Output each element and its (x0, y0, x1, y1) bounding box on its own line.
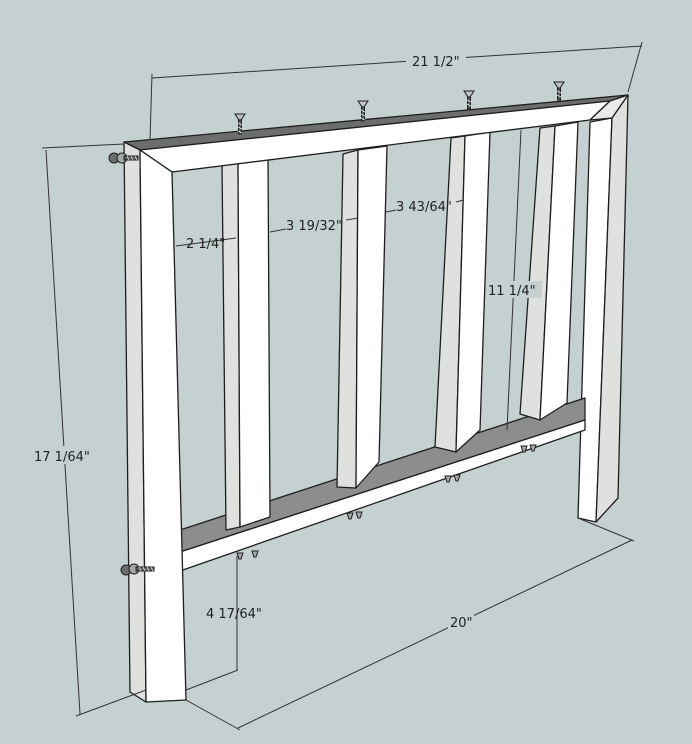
screws (108, 81, 565, 576)
overall-width-line (151, 45, 643, 79)
left-leg (123, 141, 187, 703)
slat-1 (221, 155, 271, 531)
end-slat-gap-line (175, 237, 237, 247)
screw-icon (108, 152, 139, 164)
slat-4 (519, 121, 579, 421)
slat-height-label: 11 1/4" (488, 284, 536, 299)
screw-icon (553, 81, 565, 101)
right-leg (577, 94, 629, 523)
rail-height-label: 4 17/64" (206, 607, 262, 622)
overall-width-label: 21 1/2" (412, 55, 460, 70)
slat-3 (434, 131, 491, 453)
slat-height-line (506, 129, 522, 431)
overall-height-label: 17 1/64" (34, 450, 90, 465)
slat-2 (336, 145, 388, 489)
bottom-width-line (237, 539, 633, 729)
slat-gap-2-label: 3 43/64" (396, 200, 452, 215)
dimension-labels: 21 1/2" 17 1/64" 20" 2 1/4" 3 19/32" 3 4… (30, 52, 542, 631)
overall-height-line (45, 149, 81, 715)
slat-gap-1-line (269, 228, 287, 233)
screw-icon (236, 550, 259, 560)
bottom-width-label: 20" (450, 616, 473, 631)
end-slat-gap-label: 2 1/4" (186, 237, 225, 252)
screw-icon (444, 474, 461, 483)
dimension-lines (41, 41, 643, 731)
screw-icon (357, 100, 369, 122)
slat-gap-1-label: 3 19/32" (286, 219, 342, 234)
screw-icon (120, 563, 155, 576)
slat-gap-2-line (385, 209, 397, 213)
screw-icon (346, 511, 363, 520)
screw-icon (520, 444, 537, 453)
screw-icon (463, 90, 475, 110)
headboard-frame (123, 94, 629, 703)
screw-icon (234, 113, 246, 135)
